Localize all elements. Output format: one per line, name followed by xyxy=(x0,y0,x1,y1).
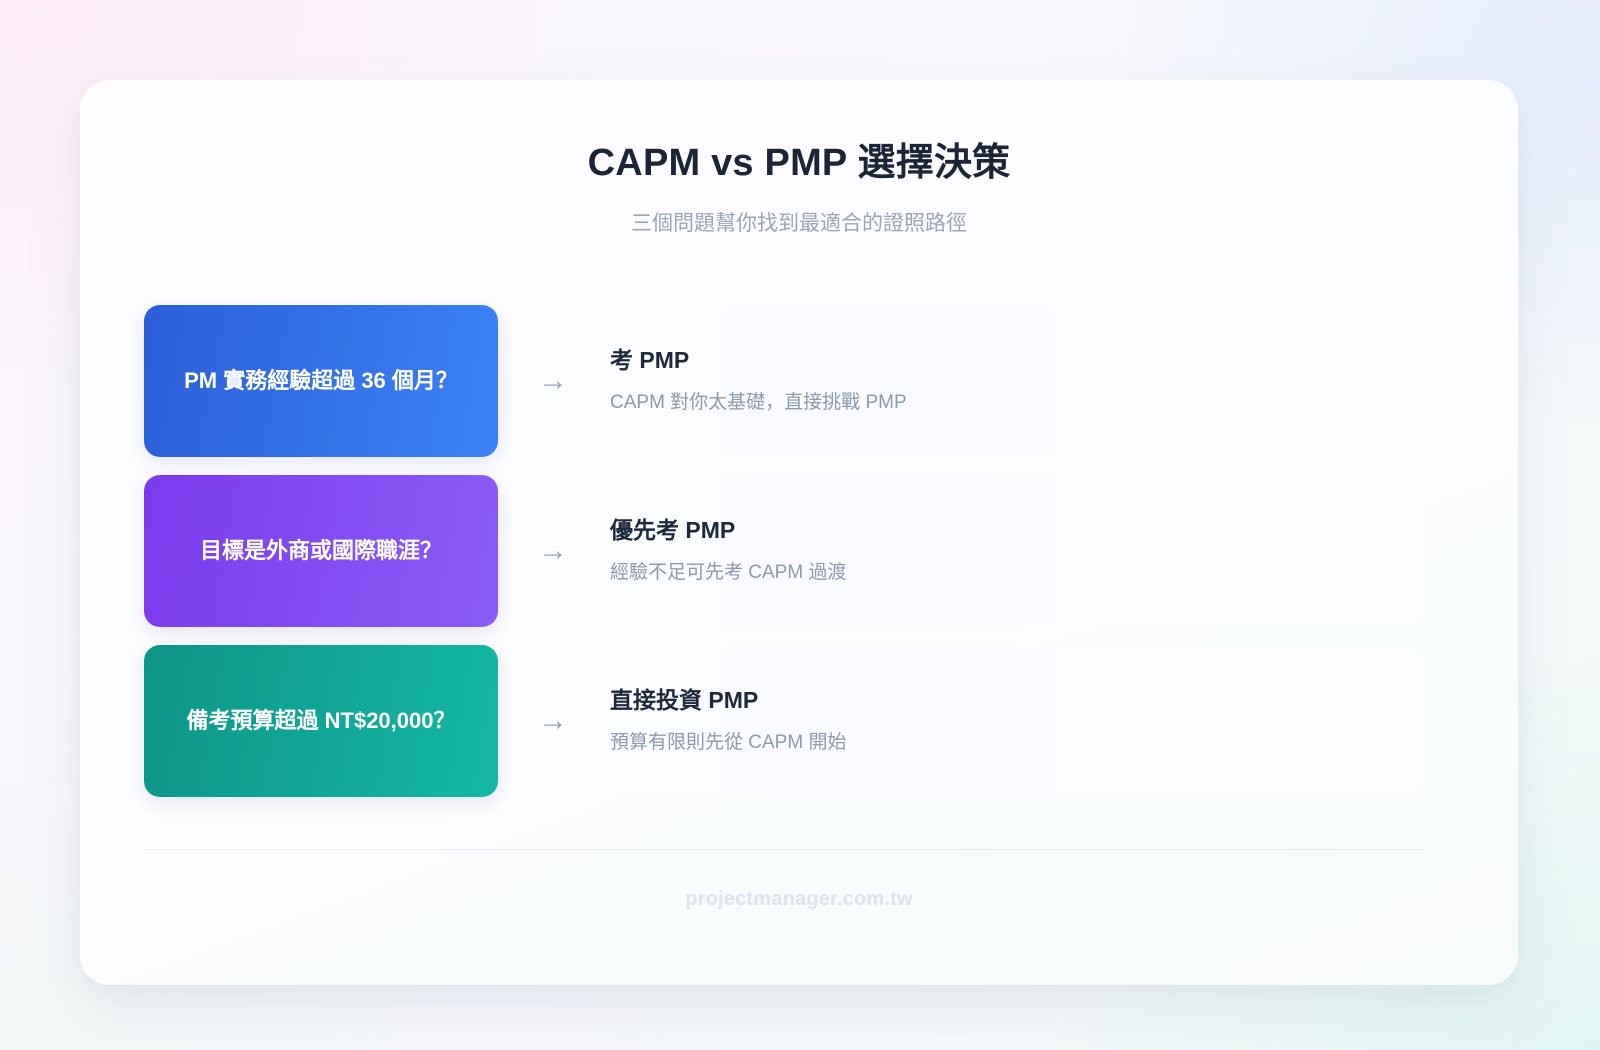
answer-block-1: 考 PMP CAPM 對你太基礎，直接挑戰 PMP xyxy=(608,305,1424,457)
decision-card: CAPM vs PMP 選擇決策 三個問題幫你找到最適合的證照路徑 PM 實務經… xyxy=(80,80,1518,985)
question-card-3: 備考預算超過 NT$20,000？ xyxy=(144,644,498,797)
answer-title: 優先考 PMP xyxy=(610,517,736,544)
question-card-1: PM 實務經驗超過 36 個月？ xyxy=(144,304,498,457)
answer-description: CAPM 對你太基礎，直接挑戰 PMP xyxy=(610,392,907,414)
arrow-right-icon: → xyxy=(538,533,568,567)
decision-rows: PM 實務經驗超過 36 個月？ → 考 PMP CAPM 對你太基礎，直接挑戰… xyxy=(80,304,1518,797)
footer-divider xyxy=(144,848,1424,850)
answer-block-3: 直接投資 PMP 預算有限則先從 CAPM 開始 xyxy=(608,645,1424,797)
decision-row: 備考預算超過 NT$20,000？ → 直接投資 PMP 預算有限則先從 CAP… xyxy=(144,644,1424,797)
card-header: CAPM vs PMP 選擇決策 三個問題幫你找到最適合的證照路徑 xyxy=(80,80,1518,237)
footer-site-label: projectmanager.com.tw xyxy=(685,887,913,910)
decision-row: 目標是外商或國際職涯？ → 優先考 PMP 經驗不足可先考 CAPM 過渡 xyxy=(144,474,1424,627)
answer-block-2: 優先考 PMP 經驗不足可先考 CAPM 過渡 xyxy=(608,475,1424,627)
answer-title: 考 PMP xyxy=(610,347,690,374)
answer-description: 預算有限則先從 CAPM 開始 xyxy=(610,732,847,754)
decision-row: PM 實務經驗超過 36 個月？ → 考 PMP CAPM 對你太基礎，直接挑戰… xyxy=(144,304,1424,457)
arrow-right-icon: → xyxy=(538,703,568,737)
answer-description: 經驗不足可先考 CAPM 過渡 xyxy=(610,562,847,584)
question-card-2: 目標是外商或國際職涯？ xyxy=(144,474,498,627)
page-title: CAPM vs PMP 選擇決策 xyxy=(587,142,1011,184)
arrow-right-icon: → xyxy=(538,363,568,397)
page-subtitle: 三個問題幫你找到最適合的證照路徑 xyxy=(631,211,967,235)
answer-title: 直接投資 PMP xyxy=(610,687,759,714)
